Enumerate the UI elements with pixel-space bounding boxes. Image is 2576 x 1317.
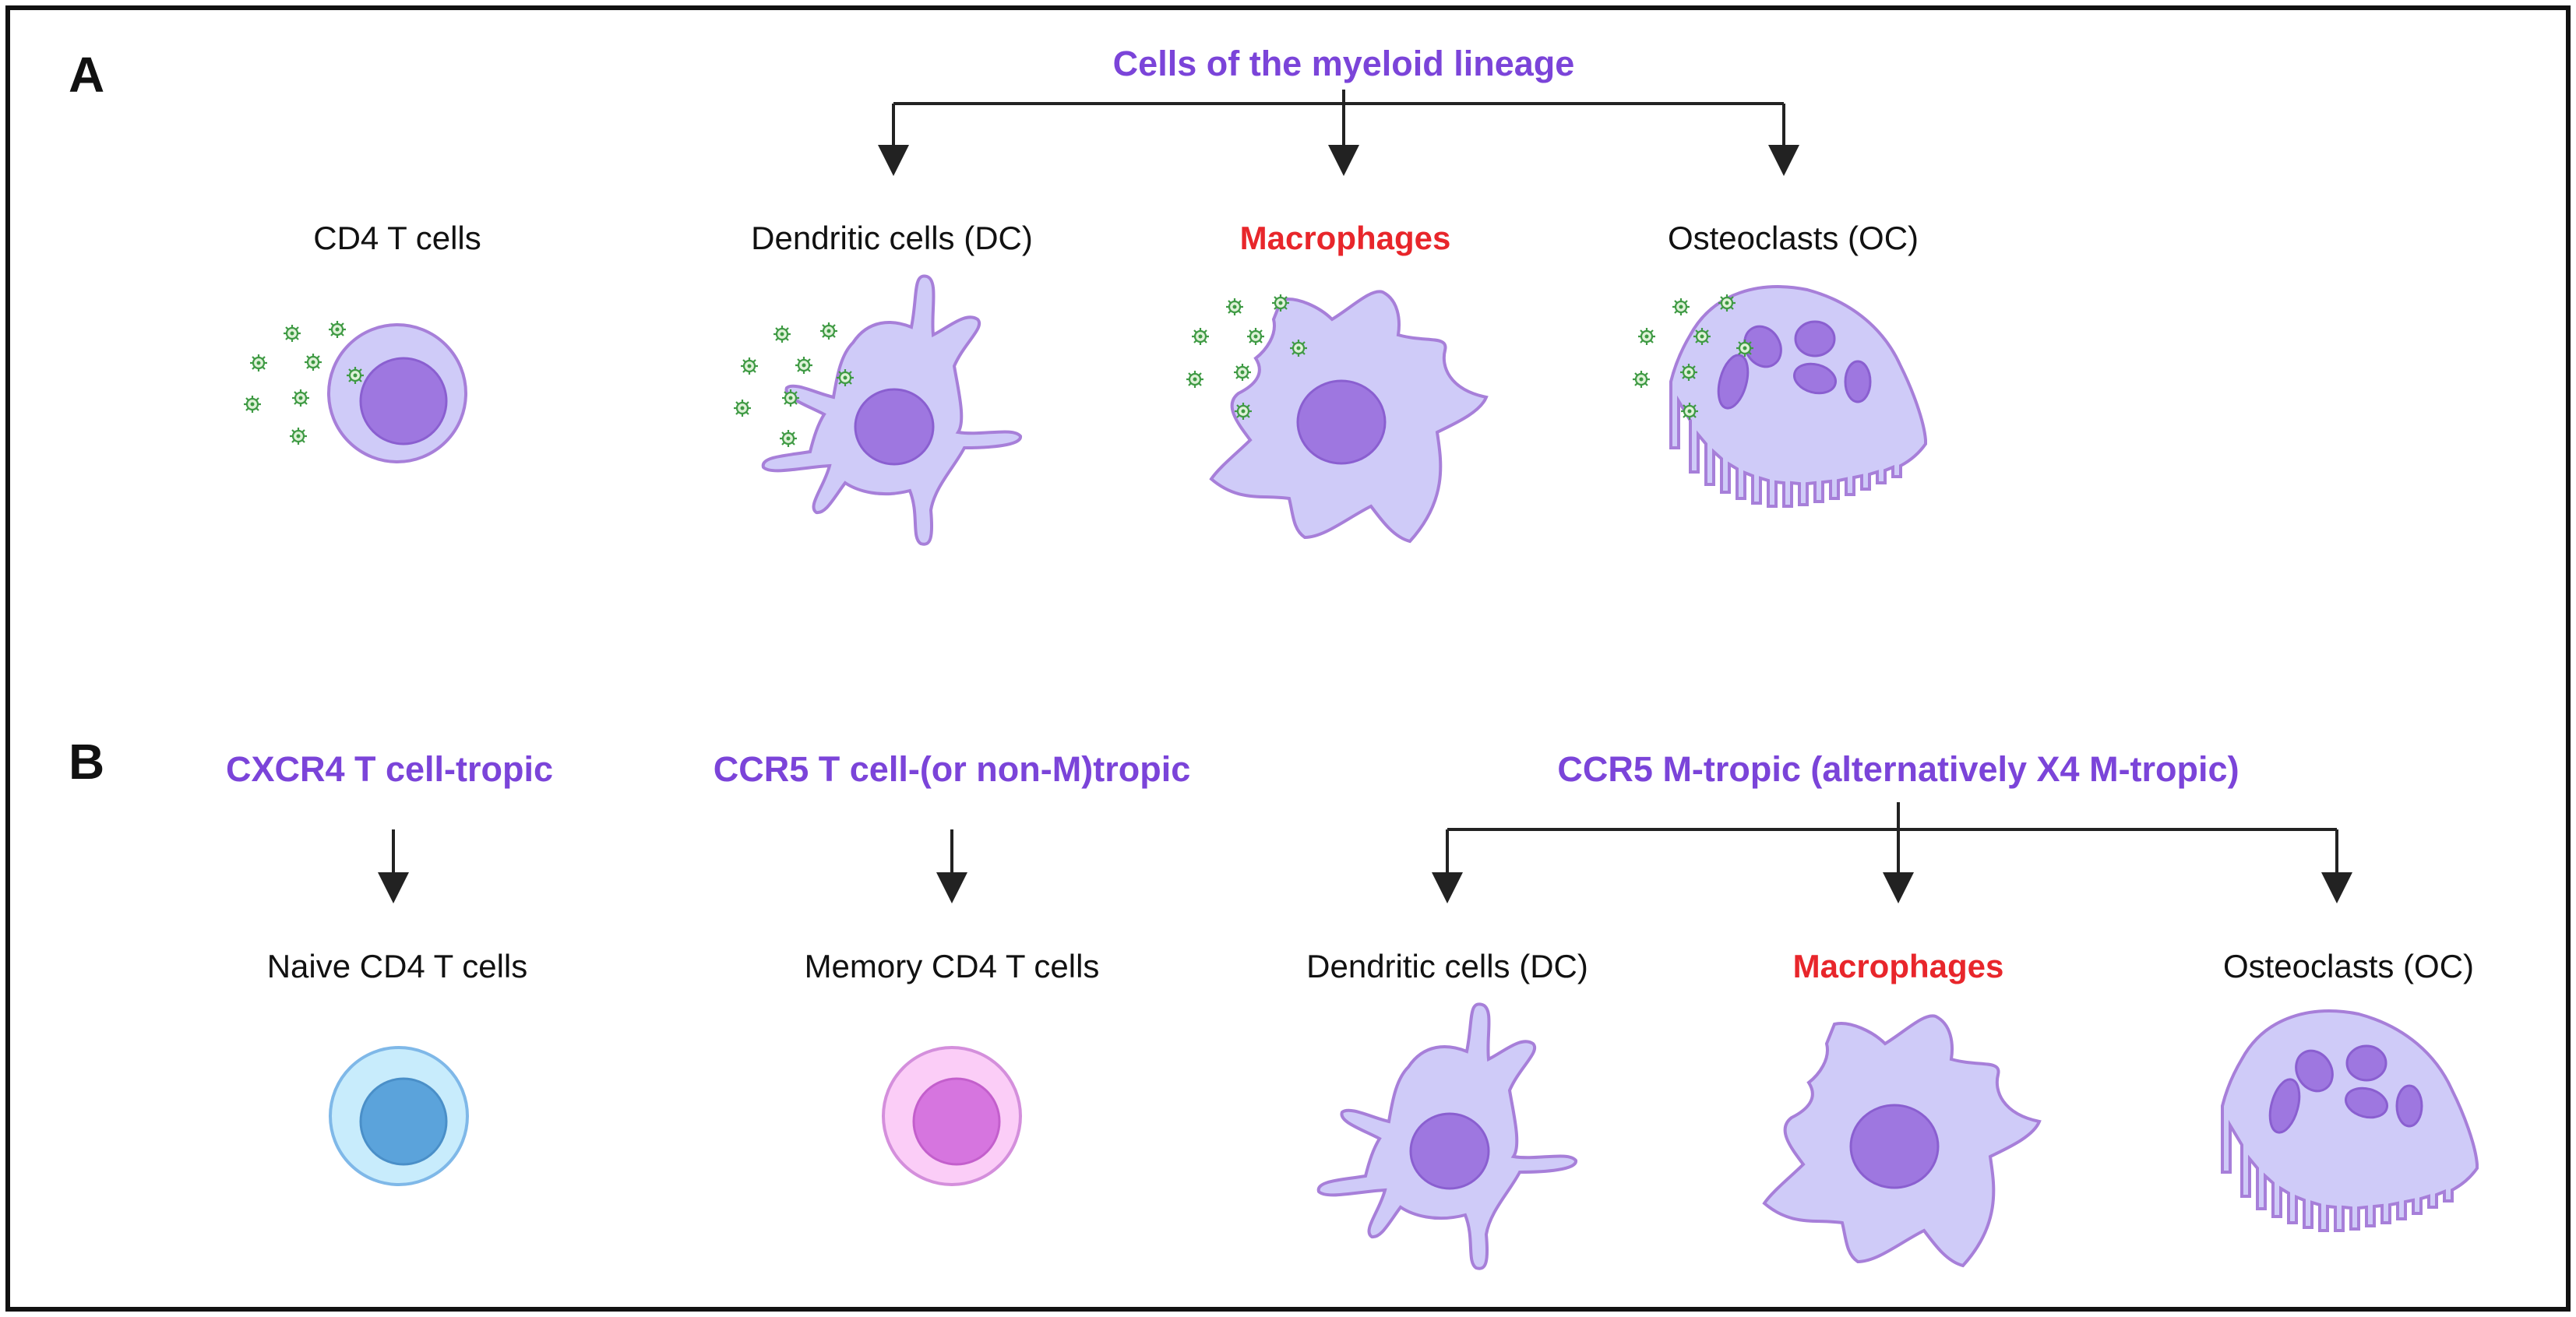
panel-b-letter: B [69,734,104,790]
myeloid-bracket [878,90,1799,176]
tropism-title-ccr5-t: CCR5 T cell-(or non-M)tropic [714,749,1190,789]
panel-a: A Cells of the myeloid lineage CD4 T cel… [69,44,1927,546]
cell-label-naive: Naive CD4 T cells [267,948,528,984]
panel-b: B CXCR4 T cell-tropic CCR5 T cell-(or no… [69,734,2479,1270]
osteoclast-image-b [2221,1009,2479,1232]
cell-label-osteoclast-a: Osteoclasts (OC) [1668,220,1919,256]
cell-label-dendritic-a: Dendritic cells (DC) [751,220,1033,256]
tropism-arrows [378,802,2352,903]
dendritic-cell-image-b [1316,1002,1577,1270]
cell-label-memory: Memory CD4 T cells [805,948,1100,984]
memory-t-cell-image [882,1046,1022,1186]
cell-label-osteoclast-b: Osteoclasts (OC) [2223,948,2474,984]
cell-label-macrophage-a: Macrophages [1240,220,1451,256]
cell-label-dendritic-b: Dendritic cells (DC) [1306,948,1588,984]
panel-a-letter: A [69,47,104,103]
myeloid-lineage-title: Cells of the myeloid lineage [1113,44,1575,83]
cell-label-macrophage-b: Macrophages [1793,948,2004,984]
tropism-title-ccr5-m: CCR5 M-tropic (alternatively X4 M-tropic… [1557,749,2239,789]
tropism-title-cxcr4: CXCR4 T cell-tropic [226,749,553,789]
cd4-t-cell-image [242,319,467,463]
macrophage-image-a [1185,290,1489,544]
figure-border [5,5,2571,1312]
naive-t-cell-image [329,1046,469,1186]
dendritic-cell-image-a [732,274,1022,546]
osteoclast-image-a [1631,285,1927,508]
macrophage-image-b [1762,1014,2042,1268]
cell-label-cd4-t: CD4 T cells [313,220,481,256]
